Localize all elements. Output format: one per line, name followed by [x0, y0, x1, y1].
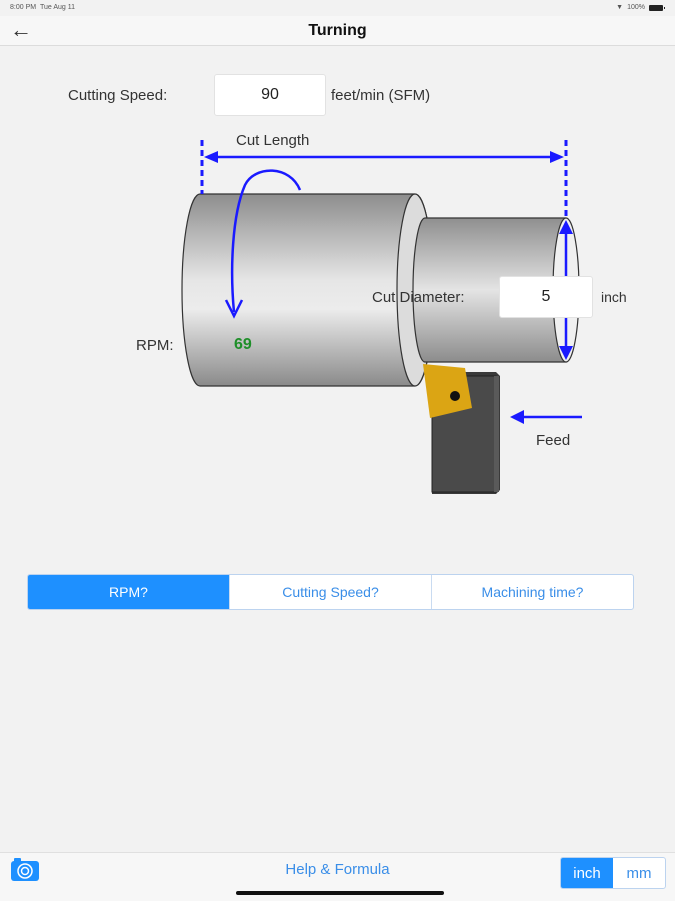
segment-rpm[interactable]: RPM?: [28, 575, 229, 609]
insert-screw-icon: [450, 391, 460, 401]
calculation-mode-segment: RPM? Cutting Speed? Machining time?: [27, 574, 634, 610]
cut-diameter-input[interactable]: 5: [499, 276, 593, 318]
cutting-speed-input[interactable]: 90: [214, 74, 326, 116]
navigation-bar: ← Turning: [0, 16, 675, 46]
segment-machining-time[interactable]: Machining time?: [431, 575, 633, 609]
help-formula-link[interactable]: Help & Formula: [285, 861, 390, 878]
cutting-speed-unit: feet/min (SFM): [331, 87, 431, 104]
help-formula-container: Help & Formula: [0, 861, 675, 878]
status-right: ▼ 100%: [616, 4, 665, 11]
rotation-arrow: [230, 169, 302, 313]
unit-segment: inch mm: [560, 857, 666, 889]
cutting-insert: [423, 364, 472, 418]
battery-icon: [649, 4, 665, 11]
feed-arrowhead: [510, 410, 524, 424]
cut-diameter-unit: inch: [601, 289, 627, 305]
status-time: 8:00 PM Tue Aug 11: [10, 4, 75, 11]
diameter-arrowhead-top: [559, 220, 573, 234]
camera-icon[interactable]: [10, 856, 40, 882]
segment-cutting-speed[interactable]: Cutting Speed?: [229, 575, 431, 609]
workpiece-small-cylinder: [412, 217, 580, 363]
cut-length-label: Cut Length: [236, 132, 310, 149]
unit-inch[interactable]: inch: [561, 858, 613, 888]
cut-diameter-label: Cut Diameter:: [372, 289, 465, 306]
page-title: Turning: [308, 22, 367, 39]
cut-length-arrowhead-left: [204, 151, 218, 163]
home-indicator[interactable]: [236, 891, 444, 895]
battery-percent: 100%: [627, 4, 645, 11]
wifi-icon: ▼: [616, 4, 624, 11]
cutting-speed-label: Cutting Speed:: [68, 87, 168, 104]
status-bar: 8:00 PM Tue Aug 11 ▼ 100%: [0, 0, 675, 16]
back-arrow-icon[interactable]: ←: [10, 17, 32, 42]
time: 8:00 PM: [10, 4, 37, 11]
rpm-value: 69: [234, 336, 252, 353]
cut-length-arrowhead-right: [550, 151, 564, 163]
diameter-arrowhead-bottom: [559, 346, 573, 360]
rpm-label: RPM:: [136, 337, 174, 354]
rotation-arrowhead: [224, 299, 244, 319]
date: Tue Aug 11: [39, 4, 75, 11]
feed-label: Feed: [536, 432, 571, 449]
unit-mm[interactable]: mm: [626, 864, 652, 882]
